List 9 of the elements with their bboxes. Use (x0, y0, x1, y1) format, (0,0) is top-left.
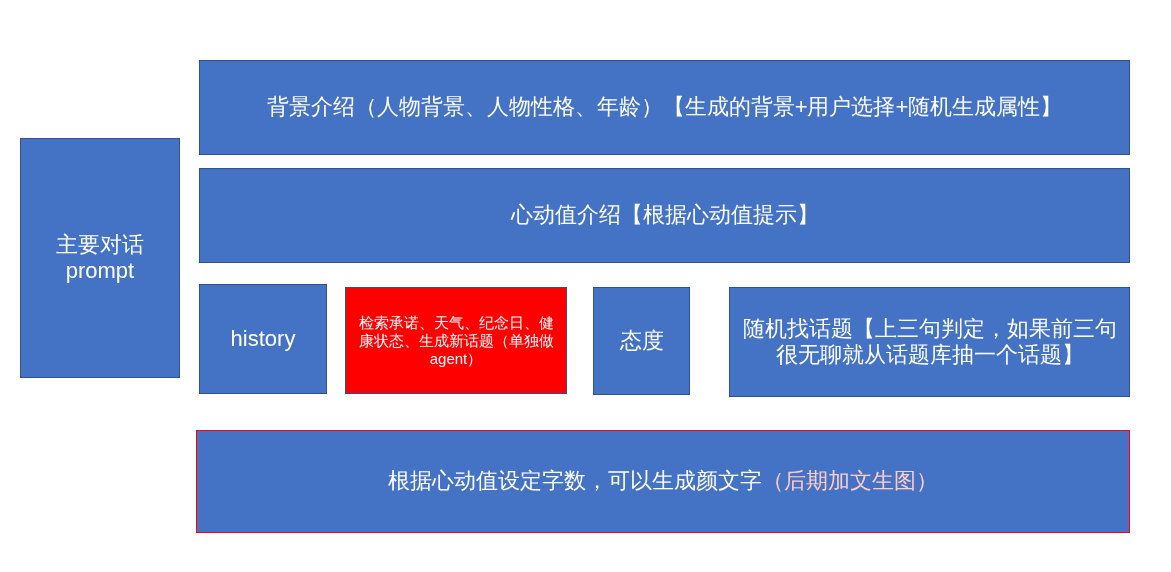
box-text: 根据心动值设定字数，可以生成颜文字（后期加文生图） (388, 468, 938, 495)
agent-box: 检索承诺、天气、纪念日、健康状态、生成新话题（单独做agent） (345, 287, 567, 394)
prompt-box: 主要对话 prompt (20, 138, 180, 378)
topic-box: 随机找话题【上三句判定，如果前三句很无聊就从话题库抽一个话题】 (729, 287, 1130, 397)
attitude-box: 态度 (593, 287, 690, 395)
heart-value-box: 心动值介绍【根据心动值提示】 (199, 168, 1130, 263)
background-box: 背景介绍（人物背景、人物性格、年龄）【生成的背景+用户选择+随机生成属性】 (199, 60, 1130, 155)
output-box (196, 430, 1130, 533)
history-box: history (199, 284, 327, 394)
